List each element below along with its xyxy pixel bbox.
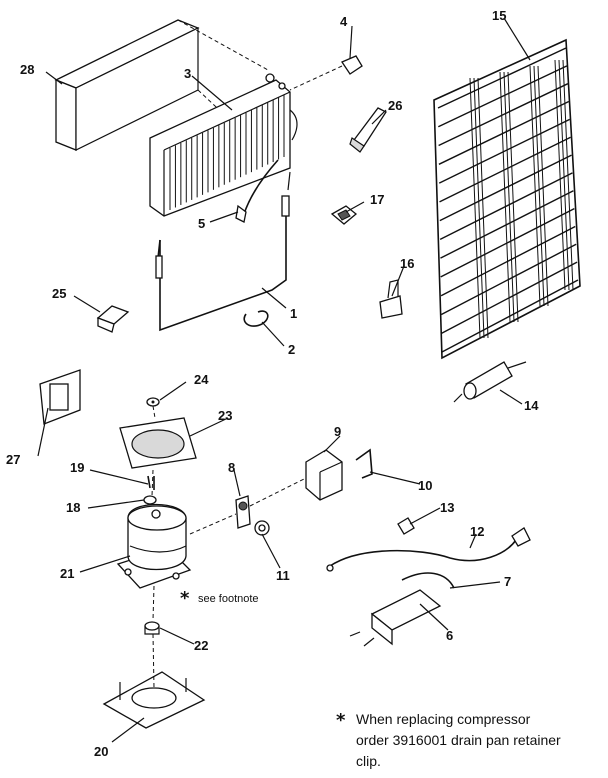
part-18-washer bbox=[143, 495, 157, 505]
label-part-24: 24 bbox=[194, 372, 209, 387]
part-5-tube bbox=[235, 159, 279, 223]
part-2-clip bbox=[243, 310, 269, 327]
label-part-27: 27 bbox=[6, 452, 20, 467]
label-part-4: 4 bbox=[340, 14, 348, 29]
label-part-22: 22 bbox=[194, 638, 208, 653]
label-part-18: 18 bbox=[66, 500, 80, 515]
label-part-20: 20 bbox=[94, 744, 108, 759]
label-part-26: 26 bbox=[388, 98, 402, 113]
footnote-line-2: order 3916001 drain pan retainer bbox=[356, 732, 561, 748]
part-15-evaporator bbox=[433, 38, 581, 360]
footnote-marker: * bbox=[336, 710, 346, 731]
label-part-8: 8 bbox=[228, 460, 235, 475]
part-number-labels: 28 3 4 15 26 17 16 5 1 2 25 14 27 24 23 … bbox=[6, 8, 539, 759]
part-9-relay-cover bbox=[305, 449, 343, 501]
label-part-12: 12 bbox=[470, 524, 484, 539]
label-part-19: 19 bbox=[70, 460, 84, 475]
footnote-line-3: clip. bbox=[356, 753, 381, 769]
part-4-bracket bbox=[289, 55, 363, 91]
label-part-28: 28 bbox=[20, 62, 34, 77]
footnote-ref-marker: * bbox=[180, 588, 190, 609]
part-14-drier bbox=[453, 361, 527, 403]
label-part-11: 11 bbox=[276, 568, 290, 583]
part-1-tubing bbox=[155, 171, 291, 332]
footnote-line-1: When replacing compressor bbox=[356, 711, 531, 727]
part-10-clip bbox=[355, 448, 373, 479]
footnote: * When replacing compressor order 391600… bbox=[336, 710, 561, 769]
leader-lines bbox=[37, 17, 531, 743]
part-17-clip bbox=[330, 205, 358, 225]
part-8-relay bbox=[235, 495, 251, 529]
part-20-baseplate bbox=[102, 671, 206, 729]
label-part-1: 1 bbox=[290, 306, 297, 321]
label-part-15: 15 bbox=[492, 8, 506, 23]
part-6-capacitor bbox=[349, 589, 442, 647]
part-28-panel bbox=[54, 19, 269, 151]
label-part-14: 14 bbox=[524, 398, 539, 413]
part-21-compressor bbox=[116, 503, 192, 589]
label-part-21: 21 bbox=[60, 566, 74, 581]
part-12-power-cord bbox=[326, 527, 531, 572]
part-11-overload bbox=[254, 520, 270, 536]
part-16-bracket bbox=[379, 279, 403, 319]
part-3-condenser bbox=[149, 73, 298, 217]
label-part-5: 5 bbox=[198, 216, 205, 231]
footnote-ref-text: see footnote bbox=[198, 593, 259, 605]
label-part-13: 13 bbox=[440, 500, 454, 515]
part-25-clip bbox=[96, 305, 130, 333]
part-27-bracket bbox=[39, 369, 81, 425]
label-part-25: 25 bbox=[52, 286, 66, 301]
part-19-clip bbox=[147, 475, 155, 490]
connection-lines bbox=[151, 405, 307, 689]
label-part-9: 9 bbox=[334, 424, 341, 439]
part-24-grommet bbox=[146, 397, 160, 407]
label-part-10: 10 bbox=[418, 478, 432, 493]
part-7-shield bbox=[401, 572, 455, 589]
label-part-3: 3 bbox=[184, 66, 191, 81]
label-part-23: 23 bbox=[218, 408, 232, 423]
part-22-grommet bbox=[144, 621, 160, 635]
label-part-2: 2 bbox=[288, 342, 295, 357]
part-13-connector bbox=[397, 517, 415, 535]
label-part-6: 6 bbox=[446, 628, 453, 643]
label-part-17: 17 bbox=[370, 192, 384, 207]
footnote-reference: * see footnote bbox=[180, 588, 259, 609]
label-part-7: 7 bbox=[504, 574, 511, 589]
label-part-16: 16 bbox=[400, 256, 414, 271]
part-23-cover bbox=[119, 417, 197, 469]
